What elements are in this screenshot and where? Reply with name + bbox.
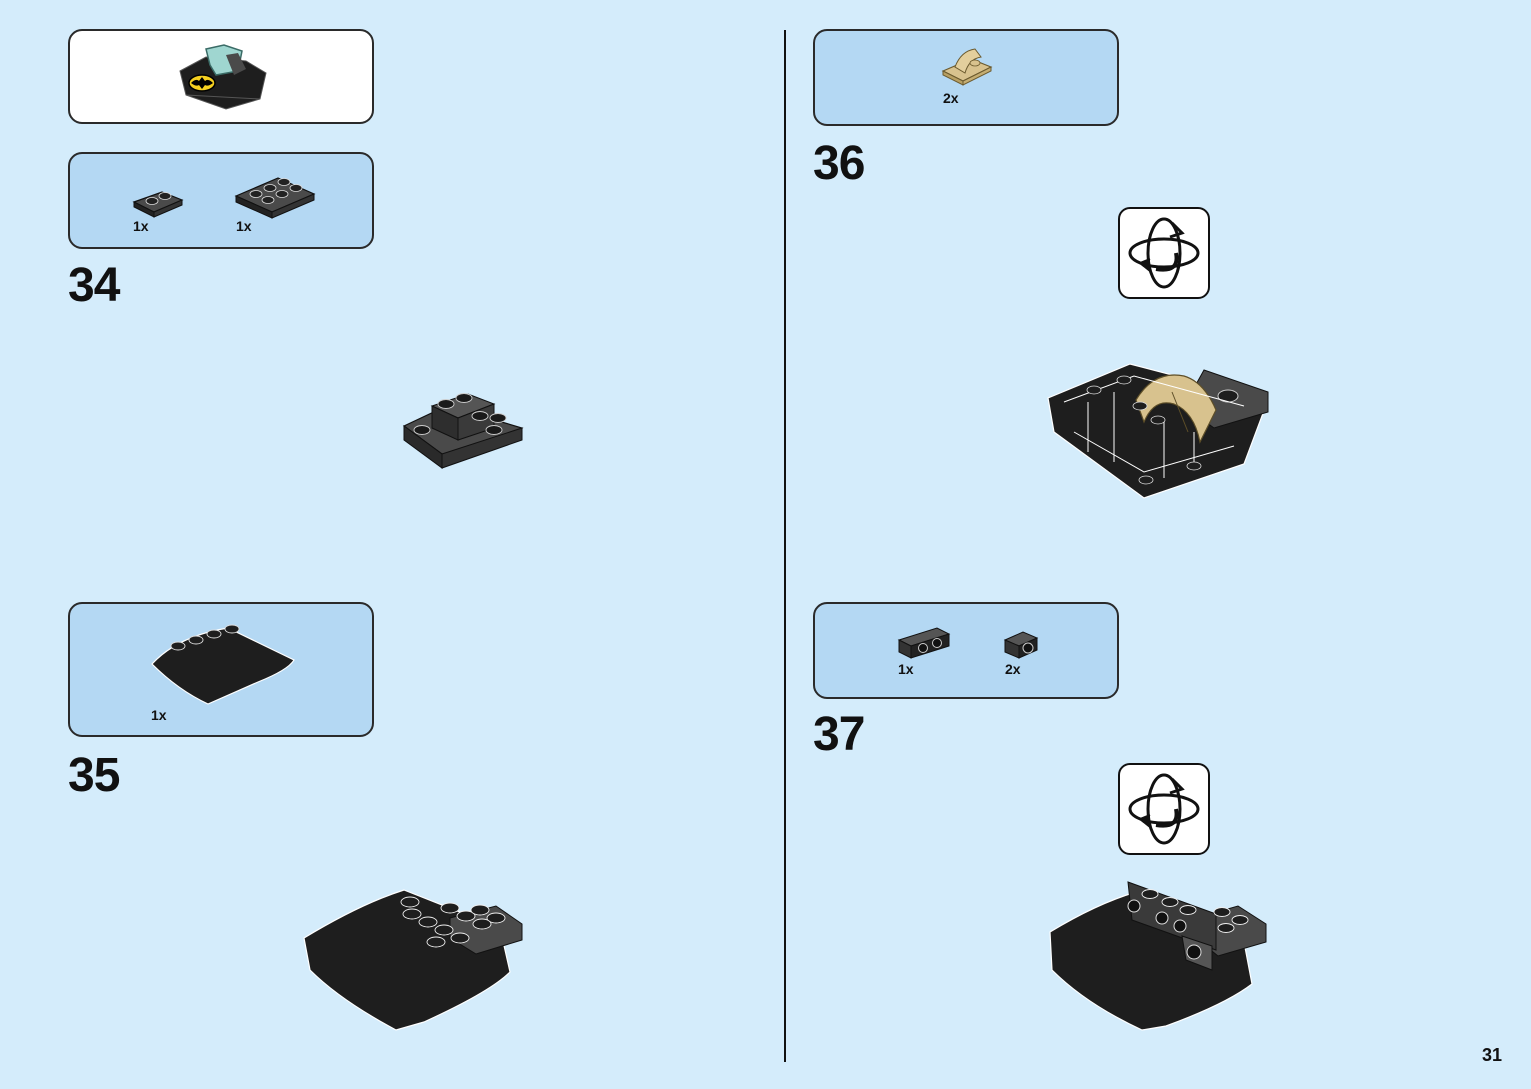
step-number: 36 xyxy=(813,137,865,190)
step-number: 37 xyxy=(813,708,865,761)
step-35-model-illustration xyxy=(303,889,523,1031)
column-divider xyxy=(784,30,786,1062)
tan-curved-slope-icon xyxy=(941,48,993,86)
part-qty: 1x xyxy=(898,661,914,677)
step-35-parts-callout: 1x xyxy=(68,602,374,737)
black-wedge-curved-slope-icon xyxy=(151,624,295,705)
rotate-model-icon xyxy=(1118,207,1210,299)
black-bracket-plate-icon xyxy=(897,627,951,659)
step-34-parts-callout: 1x 1x xyxy=(68,152,374,249)
step-36-parts-callout: 2x xyxy=(813,29,1119,126)
part-qty: 1x xyxy=(133,218,149,234)
step-37-parts-callout: 1x 2x xyxy=(813,602,1119,699)
step-number: 35 xyxy=(68,749,120,802)
rotate-model-icon xyxy=(1118,763,1210,855)
part-qty: 2x xyxy=(943,90,959,106)
subassembly-callout xyxy=(68,29,374,124)
step-number: 34 xyxy=(68,259,120,312)
part-qty: 1x xyxy=(236,218,252,234)
step-34-model-illustration xyxy=(402,393,524,469)
page-number: 31 xyxy=(1482,1045,1503,1065)
black-plate-1x2-icon xyxy=(132,191,184,218)
part-qty: 2x xyxy=(1005,661,1021,677)
batman-cockpit-subassembly-icon xyxy=(179,44,267,110)
step-36-model-illustration xyxy=(1047,363,1269,499)
part-qty: 1x xyxy=(151,707,167,723)
black-round-bracket-icon xyxy=(1003,631,1039,659)
black-plate-2x3-icon xyxy=(234,177,316,219)
step-37-model-illustration xyxy=(1049,881,1267,1031)
